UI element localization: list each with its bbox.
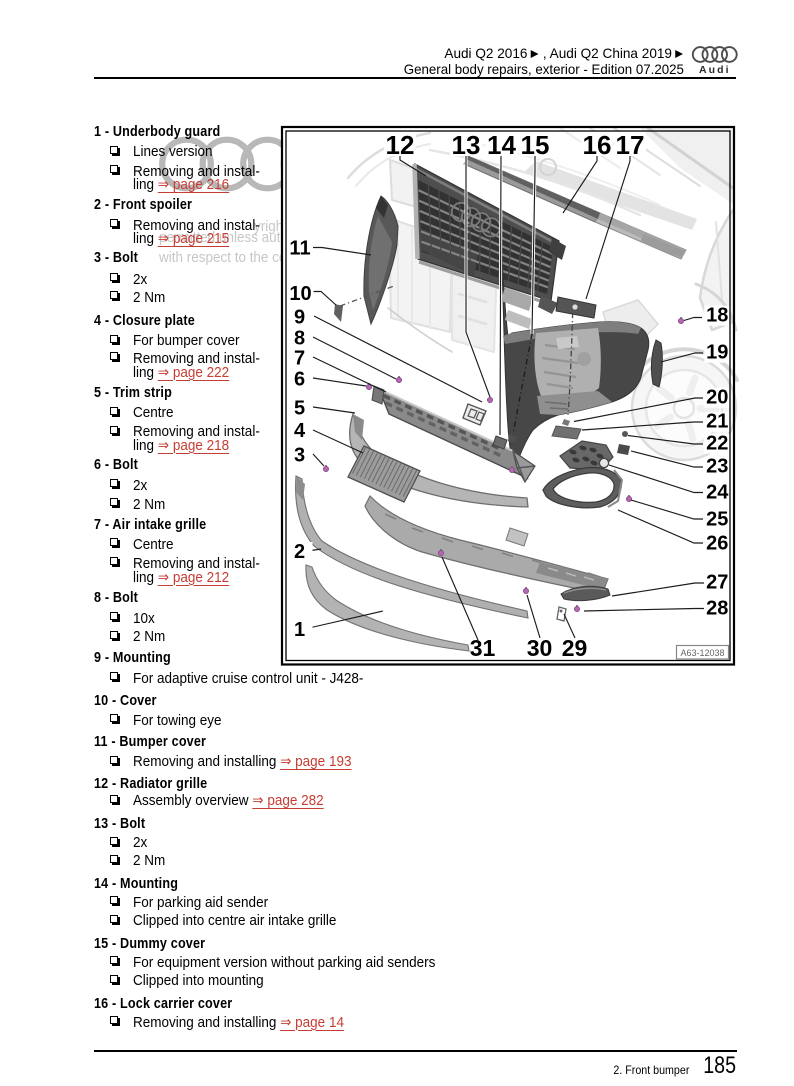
svg-text:15: 15 (521, 130, 550, 160)
svg-text:20: 20 (706, 387, 728, 409)
svg-text:28: 28 (706, 598, 728, 620)
svg-text:10: 10 (289, 283, 311, 305)
svg-text:27: 27 (706, 572, 728, 594)
svg-text:18: 18 (706, 305, 728, 327)
svg-text:Audi: Audi (699, 64, 730, 76)
svg-text:29: 29 (562, 635, 588, 661)
svg-text:14: 14 (487, 130, 516, 160)
svg-text:24: 24 (706, 482, 729, 504)
svg-text:22: 22 (706, 433, 728, 455)
svg-text:12: 12 (386, 130, 415, 160)
svg-text:13: 13 (452, 130, 481, 160)
svg-text:26: 26 (706, 533, 728, 555)
svg-text:16: 16 (583, 130, 612, 160)
svg-text:A63-12038: A63-12038 (680, 648, 724, 658)
svg-text:11: 11 (289, 238, 310, 260)
svg-text:6: 6 (294, 369, 305, 391)
svg-text:9: 9 (294, 307, 305, 329)
svg-text:5: 5 (294, 398, 305, 420)
svg-text:2: 2 (294, 541, 305, 563)
svg-text:21: 21 (706, 411, 728, 433)
svg-text:8: 8 (294, 328, 305, 350)
svg-text:4: 4 (294, 420, 306, 442)
svg-text:19: 19 (706, 342, 728, 364)
svg-text:25: 25 (706, 509, 728, 531)
svg-text:7: 7 (294, 348, 305, 370)
svg-text:17: 17 (616, 130, 645, 160)
svg-text:31: 31 (470, 635, 496, 661)
svg-text:1: 1 (294, 619, 305, 641)
svg-text:30: 30 (527, 635, 553, 661)
svg-text:3: 3 (294, 445, 305, 467)
svg-text:23: 23 (706, 456, 728, 478)
